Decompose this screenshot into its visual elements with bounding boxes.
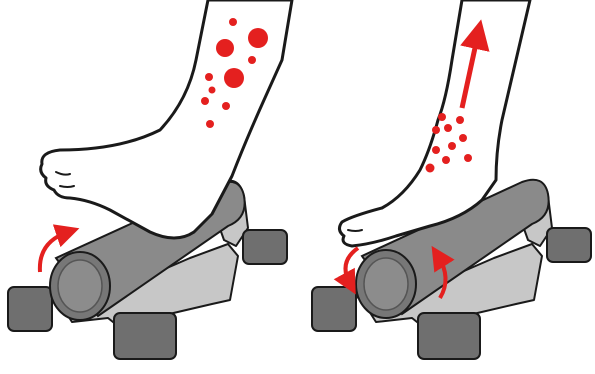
left-pad-front-right [114,313,176,359]
right-pad-front-left [312,287,356,331]
right-pad-back [547,228,591,262]
right-panel [312,0,591,359]
right-pad-front-right [418,313,480,359]
left-pad-back [243,230,287,264]
left-panel [8,0,292,359]
left-pad-front-left [8,287,52,331]
